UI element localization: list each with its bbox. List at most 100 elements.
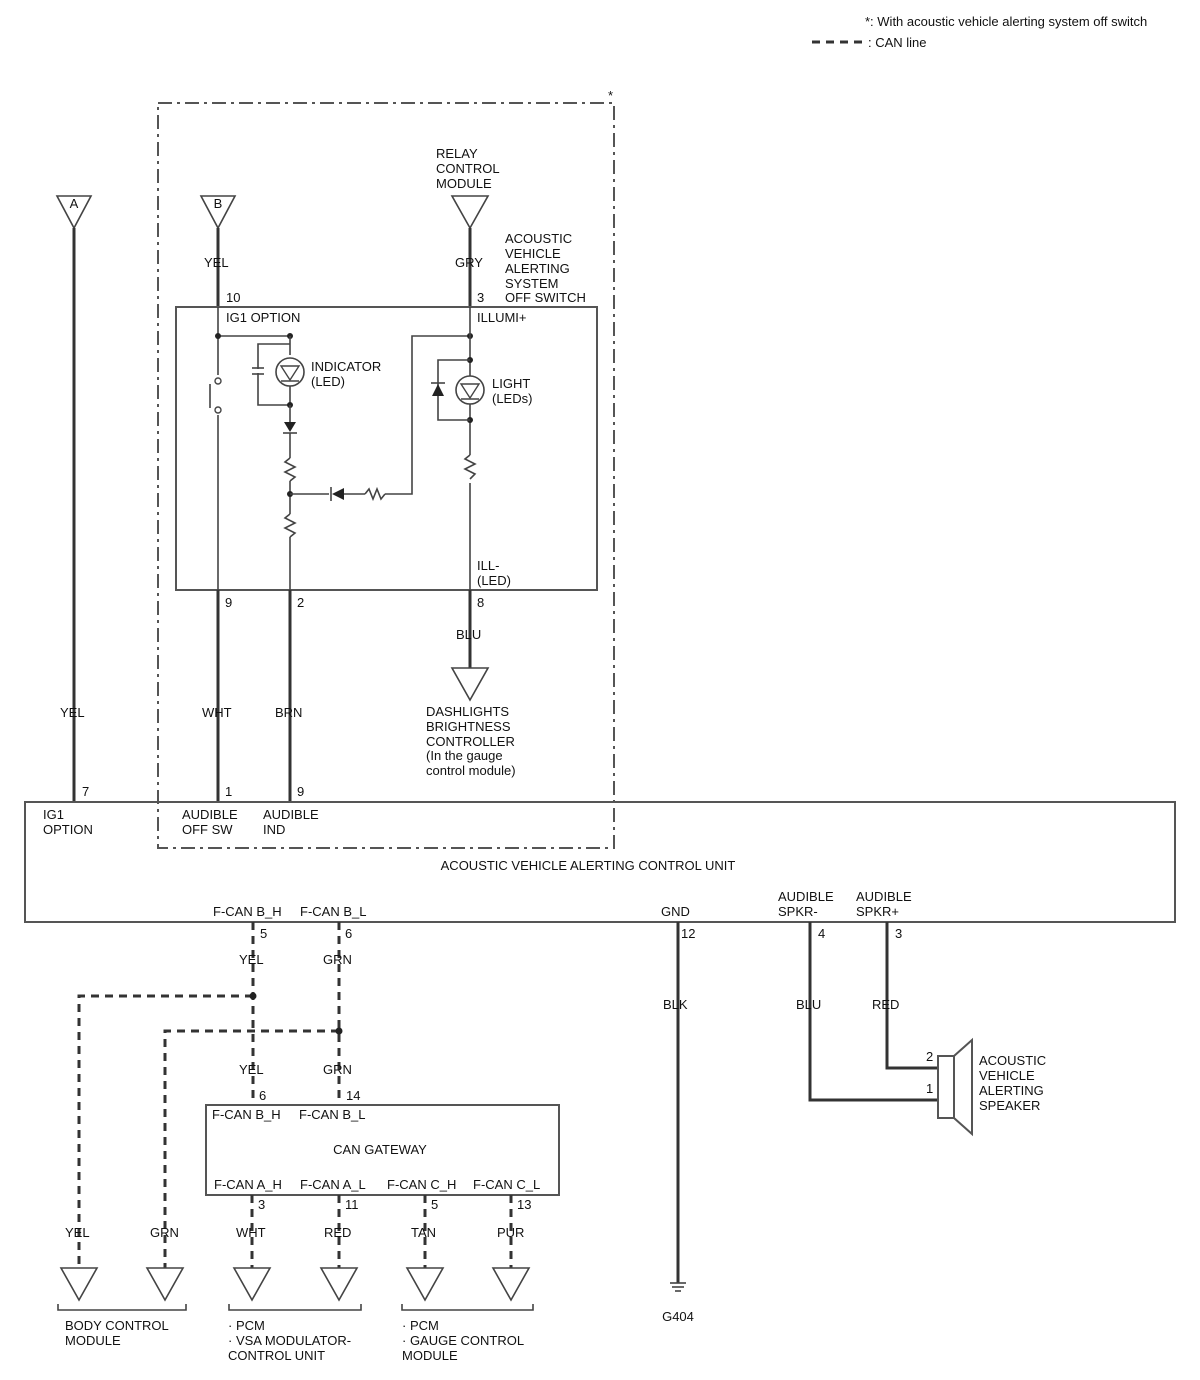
cu-can-bl-label: F-CAN B_L bbox=[300, 904, 366, 919]
speaker-icon-body bbox=[937, 1055, 955, 1119]
pin-9-unit-label: 9 bbox=[297, 784, 304, 799]
bracket-body-control bbox=[57, 1304, 187, 1311]
cu-offsw-label-1: AUDIBLE bbox=[182, 807, 238, 822]
gw-pin-11: 11 bbox=[345, 1197, 359, 1212]
gw-pin-3: 3 bbox=[258, 1197, 265, 1212]
off-switch-name-2: VEHICLE bbox=[505, 246, 561, 261]
light-resistor-gap bbox=[466, 455, 474, 483]
body-control-label-1: BODY CONTROL bbox=[65, 1318, 169, 1333]
resistor-2-icon bbox=[283, 513, 297, 538]
pcm-vsa-label-3: CONTROL UNIT bbox=[228, 1348, 325, 1363]
cu-pin-4: 4 bbox=[818, 926, 825, 941]
gw-pin-14: 14 bbox=[346, 1088, 360, 1103]
wire-brn-label: BRN bbox=[275, 705, 302, 720]
can-yel-label: YEL bbox=[239, 952, 264, 967]
pcm-gauge-label-1: · PCM bbox=[402, 1318, 439, 1333]
asterisk-mark: * bbox=[608, 88, 613, 103]
dashlights-label-3: CONTROLLER bbox=[426, 734, 515, 749]
light-label-1: LIGHT bbox=[492, 376, 530, 391]
control-unit-name: ACOUSTIC VEHICLE ALERTING CONTROL UNIT bbox=[441, 858, 736, 873]
dashlights-label-2: BRIGHTNESS bbox=[426, 719, 511, 734]
cu-ind-label-2: IND bbox=[263, 822, 285, 837]
cu-spkr-minus-label-2: SPKR- bbox=[778, 904, 818, 919]
dest-connector-body-yel bbox=[59, 1267, 99, 1302]
cu-pin-5: 5 bbox=[260, 926, 267, 941]
bottom-yel-label: YEL bbox=[65, 1225, 90, 1240]
indicator-led-triangle bbox=[279, 365, 301, 382]
gw-ah-label: F-CAN A_H bbox=[214, 1177, 282, 1192]
relay-module-line-1: RELAY bbox=[436, 146, 478, 161]
light-protect-diode-icon bbox=[432, 384, 444, 396]
dest-connector-wht bbox=[232, 1267, 272, 1302]
gw-al-label: F-CAN A_L bbox=[300, 1177, 366, 1192]
control-unit-box bbox=[24, 801, 1176, 923]
connector-b-symbol bbox=[199, 195, 237, 230]
speaker-name-2: VEHICLE bbox=[979, 1068, 1035, 1083]
can-gateway-box bbox=[205, 1104, 560, 1196]
legend-asterisk-note: *: With acoustic vehicle alerting system… bbox=[865, 14, 1147, 29]
ill-minus-label-2: (LED) bbox=[477, 573, 511, 588]
resistor-1-icon bbox=[283, 457, 297, 482]
pcm-gauge-label-2: · GAUGE CONTROL bbox=[402, 1333, 524, 1348]
gw-pin-5: 5 bbox=[431, 1197, 438, 1212]
can-grn-gw-label: GRN bbox=[323, 1062, 352, 1077]
gw-bl-label: F-CAN B_L bbox=[299, 1107, 365, 1122]
speaker-icon-cone bbox=[953, 1037, 973, 1137]
cu-spkr-minus-label-1: AUDIBLE bbox=[778, 889, 834, 904]
indicator-label-2: (LED) bbox=[311, 374, 345, 389]
bottom-tan-label: TAN bbox=[411, 1225, 436, 1240]
bottom-grn-label: GRN bbox=[150, 1225, 179, 1240]
wire-yel-b-label: YEL bbox=[204, 255, 229, 270]
off-switch-name-1: ACOUSTIC bbox=[505, 231, 572, 246]
switch-gap bbox=[212, 375, 224, 415]
cu-pin-12: 12 bbox=[681, 926, 695, 941]
indicator-label-1: INDICATOR bbox=[311, 359, 381, 374]
cu-pin-6: 6 bbox=[345, 926, 352, 941]
off-switch-name-4: SYSTEM bbox=[505, 276, 558, 291]
legend-can-line-label: : CAN line bbox=[868, 35, 927, 50]
pin-9-switch-label: 9 bbox=[225, 595, 232, 610]
switch-contact-bottom bbox=[214, 406, 222, 414]
can-junction-yel bbox=[249, 992, 257, 1000]
dashlights-label-1: DASHLIGHTS bbox=[426, 704, 509, 719]
wire-blu-dashlights-label: BLU bbox=[456, 627, 481, 642]
pin-10-label: 10 bbox=[226, 290, 240, 305]
dest-connector-tan bbox=[405, 1267, 445, 1302]
relay-module-line-2: CONTROL bbox=[436, 161, 500, 176]
wire-red-speaker-label: RED bbox=[872, 997, 899, 1012]
gw-pin-13: 13 bbox=[517, 1197, 531, 1212]
gw-pin-6: 6 bbox=[259, 1088, 266, 1103]
speaker-pin-2: 2 bbox=[926, 1049, 933, 1064]
cu-spkr-plus-label-2: SPKR+ bbox=[856, 904, 899, 919]
cu-gnd-label: GND bbox=[661, 904, 690, 919]
wire-blu-speaker-label: BLU bbox=[796, 997, 821, 1012]
pin-2-label: 2 bbox=[297, 595, 304, 610]
cu-ig1-label-2: OPTION bbox=[43, 822, 93, 837]
pin-3-label: 3 bbox=[477, 290, 484, 305]
cap-gap bbox=[256, 369, 260, 373]
off-switch-name-5: OFF SWITCH bbox=[505, 290, 586, 305]
cu-offsw-label-2: OFF SW bbox=[182, 822, 233, 837]
speaker-name-4: SPEAKER bbox=[979, 1098, 1040, 1113]
wire-gry-label: GRY bbox=[455, 255, 483, 270]
gw-ch-label: F-CAN C_H bbox=[387, 1177, 456, 1192]
connector-a-symbol bbox=[55, 195, 93, 230]
relay-module-line-3: MODULE bbox=[436, 176, 492, 191]
dest-connector-body-grn bbox=[145, 1267, 185, 1302]
wire-blu-speaker bbox=[808, 922, 938, 1102]
ill-minus-label-1: ILL- bbox=[477, 558, 499, 573]
diode-icon bbox=[284, 422, 296, 432]
ig1-option-label: IG1 OPTION bbox=[226, 310, 300, 325]
wire-blk-label: BLK bbox=[663, 997, 688, 1012]
can-yel-gw-label: YEL bbox=[239, 1062, 264, 1077]
branch-wire-to-illumi bbox=[385, 335, 470, 495]
connector-a-label: A bbox=[70, 196, 79, 211]
can-gateway-name: CAN GATEWAY bbox=[333, 1142, 427, 1157]
bracket-pcm-vsa bbox=[228, 1304, 362, 1311]
cu-ind-label-1: AUDIBLE bbox=[263, 807, 319, 822]
wire-wht-label: WHT bbox=[202, 705, 232, 720]
cu-can-bh-label: F-CAN B_H bbox=[213, 904, 282, 919]
bottom-pur-label: PUR bbox=[497, 1225, 524, 1240]
speaker-name-1: ACOUSTIC bbox=[979, 1053, 1046, 1068]
